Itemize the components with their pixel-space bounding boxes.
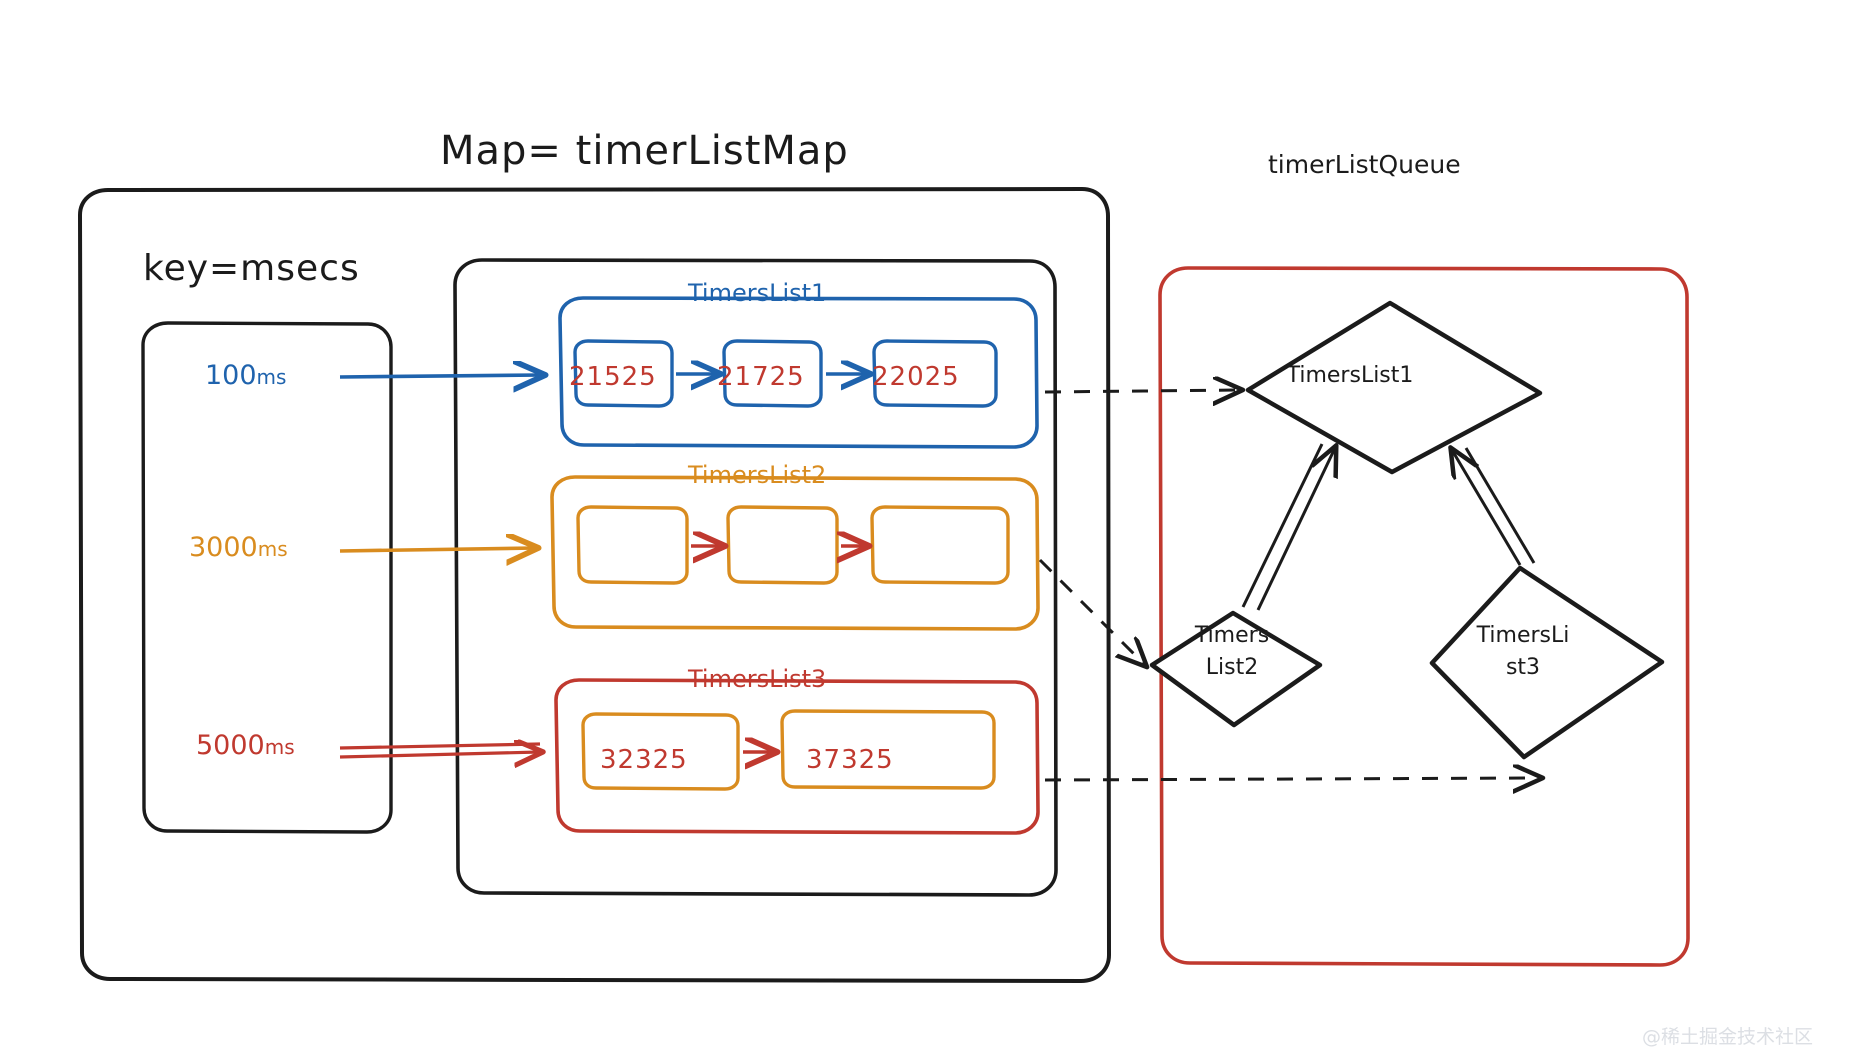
queue-edges bbox=[1241, 443, 1536, 611]
queue-diamond-1 bbox=[1245, 300, 1543, 475]
dashed-arrow-list3 bbox=[1044, 778, 1540, 780]
timer-node bbox=[726, 505, 839, 585]
queue-edge-3-to-1-b bbox=[1464, 447, 1536, 564]
queue-edge-3-to-1 bbox=[1452, 450, 1522, 566]
timers-list-2-box bbox=[550, 475, 1040, 631]
dashed-arrow-list1 bbox=[1044, 390, 1240, 392]
mapping-arrows bbox=[1038, 390, 1540, 780]
queue-diamond-2 bbox=[1149, 610, 1323, 728]
timers-list-2-group bbox=[339, 475, 1040, 631]
timer-list-queue-container bbox=[1158, 266, 1690, 967]
key-to-list-arrow-1 bbox=[339, 375, 542, 377]
timer-node bbox=[722, 339, 823, 408]
timer-node bbox=[576, 505, 689, 585]
timer-node bbox=[780, 709, 996, 790]
key-to-list-arrow-3b bbox=[339, 752, 540, 757]
key-to-list-arrow-2 bbox=[339, 548, 535, 551]
timer-lists-container bbox=[453, 258, 1058, 897]
timer-node bbox=[573, 339, 674, 408]
timers-list-1-box bbox=[558, 296, 1039, 449]
timer-node bbox=[872, 339, 998, 408]
key-to-list-arrow-3a bbox=[339, 742, 541, 750]
queue-edge-2-to-1 bbox=[1256, 448, 1335, 611]
queue-diamond-3 bbox=[1429, 565, 1665, 760]
dashed-arrow-list2 bbox=[1038, 558, 1145, 665]
timers-list-3-group bbox=[339, 678, 1040, 835]
queue-edge-2-to-1-b bbox=[1241, 443, 1324, 608]
key-column-box bbox=[141, 321, 393, 834]
timers-list-3-box bbox=[554, 678, 1040, 835]
timer-list-map-container bbox=[78, 187, 1111, 983]
timers-list-1-group bbox=[339, 296, 1039, 449]
timer-node bbox=[870, 505, 1010, 585]
timer-node bbox=[581, 712, 740, 791]
